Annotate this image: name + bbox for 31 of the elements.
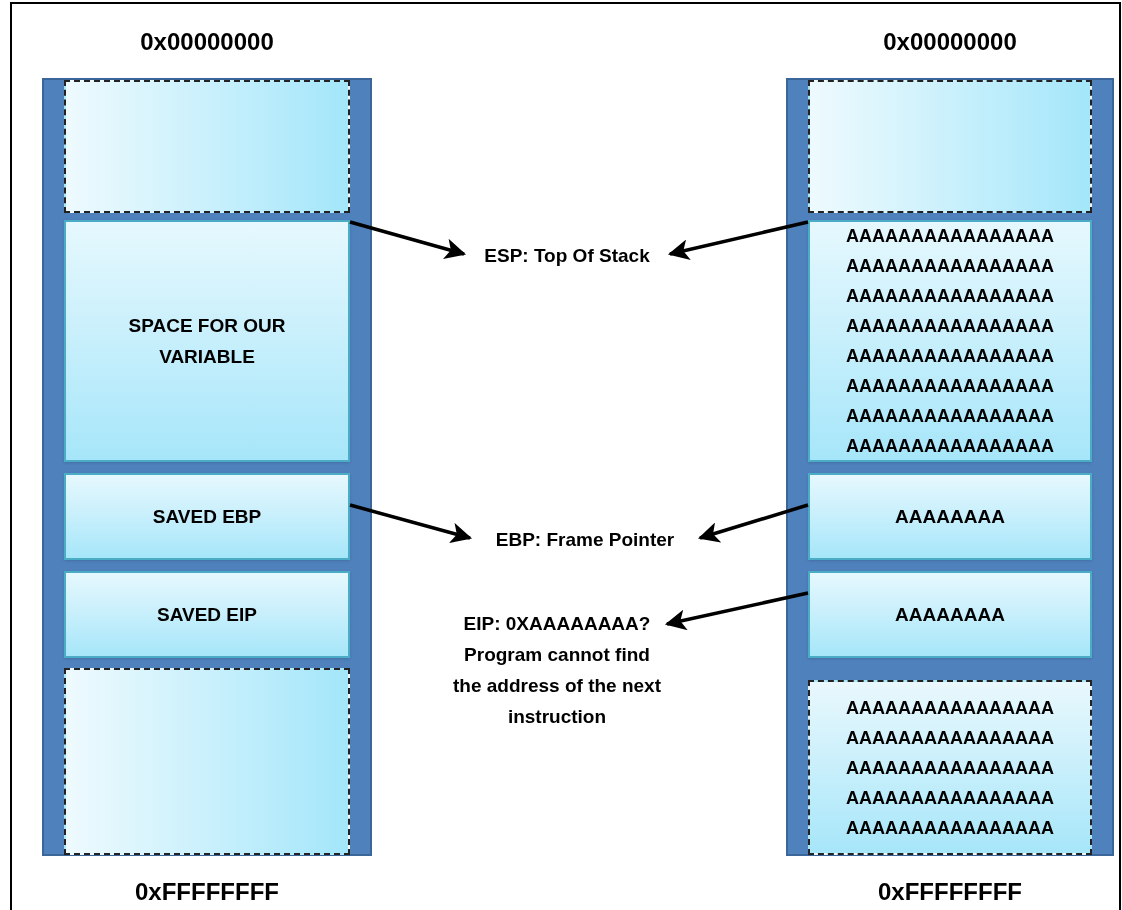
- address-label: 0x00000000: [139, 27, 275, 57]
- overflow-data: AAAAAAAAAAAAAAAA AAAAAAAAAAAAAAAA AAAAAAAAAAAAAAAA AAAAAAAAAAAAAAAA AAAAAAAAAAAAAAAA AAAAAAAAAAAAAAAA AAAAAAAAAAAAAAAA AAAAAAAAAAAAAAAA: [845, 225, 1055, 458]
- pointer-label: ESP: Top Of Stack: [466, 240, 668, 268]
- stack-column: [42, 78, 372, 856]
- memory-slot: [64, 668, 350, 855]
- arrow: [349, 503, 472, 544]
- slot-label: AAAAAAAA: [894, 505, 1006, 529]
- pointer-label: EBP: Frame Pointer: [472, 524, 698, 552]
- memory-slot: [808, 680, 1092, 855]
- address-label: 0xFFFFFFFF: [134, 877, 280, 907]
- memory-slot: [64, 220, 350, 462]
- memory-slot: [808, 473, 1092, 560]
- arrow: [698, 503, 809, 543]
- arrow: [349, 220, 466, 259]
- memory-slot: [808, 80, 1092, 213]
- memory-slot: [64, 571, 350, 658]
- memory-slot: [64, 473, 350, 560]
- address-label: 0x00000000: [882, 27, 1018, 57]
- memory-slot: [808, 571, 1092, 658]
- pointer-label: EIP: 0XAAAAAAAA? Program cannot find the address of the next instruction: [449, 608, 665, 734]
- slot-label: AAAAAAAA: [894, 603, 1006, 627]
- address-label: 0xFFFFFFFF: [877, 877, 1023, 907]
- arrow: [667, 220, 809, 260]
- slot-label: SPACE FOR OUR VARIABLE: [127, 314, 287, 369]
- memory-slot: [64, 80, 350, 213]
- overflow-data: AAAAAAAAAAAAAAAA AAAAAAAAAAAAAAAA AAAAAAAAAAAAAAAA AAAAAAAAAAAAAAAA AAAAAAAAAAAAAAAA: [845, 696, 1055, 840]
- memory-slot: [808, 220, 1092, 462]
- stack-column: [786, 78, 1114, 856]
- arrow: [664, 591, 809, 631]
- slot-label: SAVED EIP: [156, 603, 258, 627]
- slot-label: SAVED EBP: [151, 505, 263, 529]
